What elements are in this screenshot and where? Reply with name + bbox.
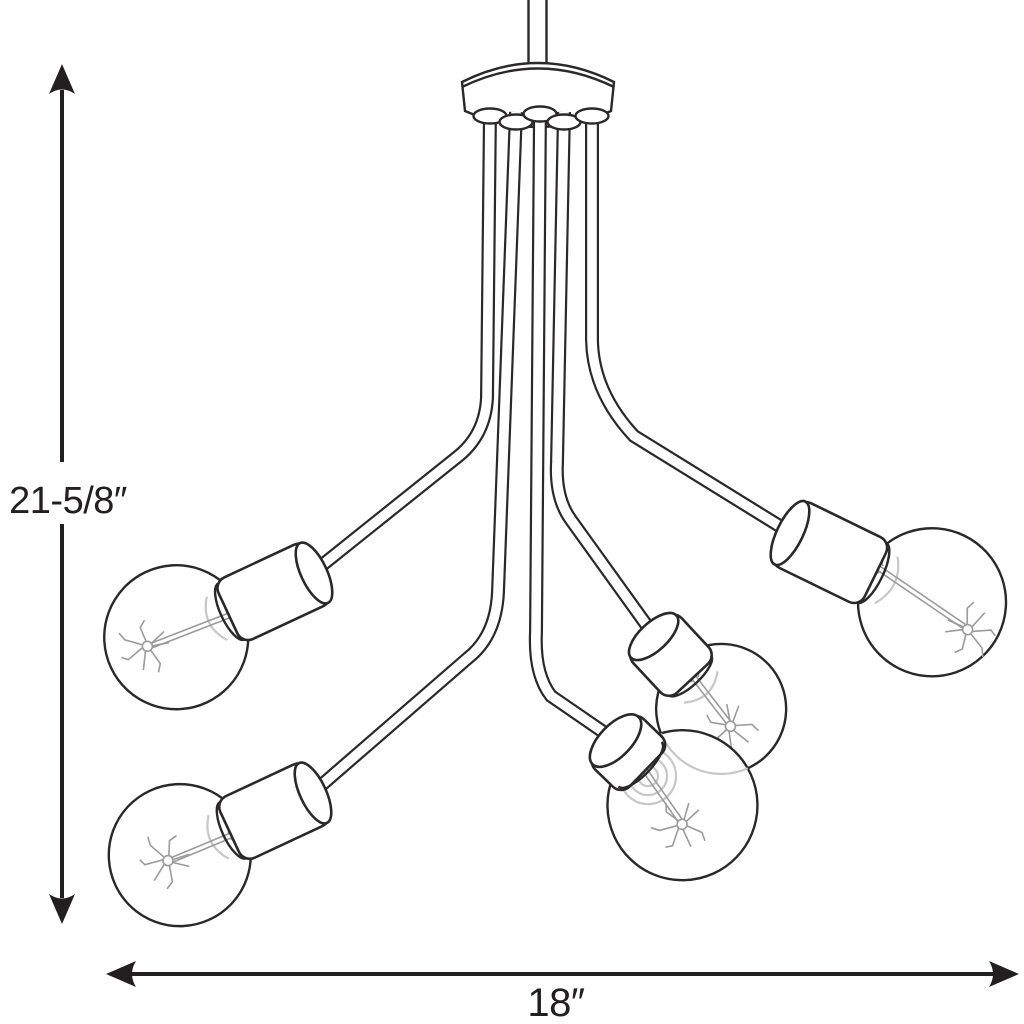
socket-cap: [627, 611, 680, 662]
hidden-bulb-outline: [659, 732, 749, 775]
canopy-collar: [574, 107, 610, 125]
canopy-collar: [522, 105, 558, 123]
canopy-top-rim: [461, 67, 615, 89]
filament-stem: [642, 768, 684, 825]
socket-cap: [588, 713, 643, 769]
canopy-collars: [472, 105, 610, 131]
arm-front-center: [528, 111, 619, 746]
bulb-neck-shading: [204, 596, 228, 641]
lamp-upper-right: [769, 499, 1008, 678]
socket-rim: [856, 542, 891, 605]
lamp-front-center-socket: [588, 713, 667, 792]
arm-upper-left: [311, 111, 497, 576]
socket-cap: [294, 541, 334, 605]
ceiling-stem: [527, 0, 548, 72]
lamp-upper-left: [103, 541, 334, 711]
socket-cap: [293, 761, 333, 825]
arrow-left-icon: [106, 961, 136, 987]
arrow-down-icon: [49, 894, 75, 924]
socket-cap: [769, 499, 811, 567]
arm-lower-left: [312, 111, 523, 795]
socket-rim: [213, 582, 246, 642]
height-dimension: 21-5/8″: [9, 64, 127, 924]
canopy-collar: [498, 113, 534, 131]
arrow-up-icon: [49, 64, 75, 94]
bulb-neck-shading: [683, 671, 719, 704]
width-dimension-label: 18″: [527, 981, 584, 1024]
width-dimension: 18″: [106, 961, 1019, 1024]
socket-rim: [617, 741, 665, 789]
arm-back-center: [549, 111, 659, 639]
socket-rim: [667, 654, 714, 698]
arm-upper-right: [585, 112, 790, 536]
lamp-lower-left: [107, 761, 333, 928]
bulb-neck-shading: [874, 556, 900, 605]
arrow-right-icon: [989, 961, 1019, 987]
socket-rim: [215, 801, 247, 860]
height-dimension-label: 21-5/8″: [9, 480, 127, 522]
